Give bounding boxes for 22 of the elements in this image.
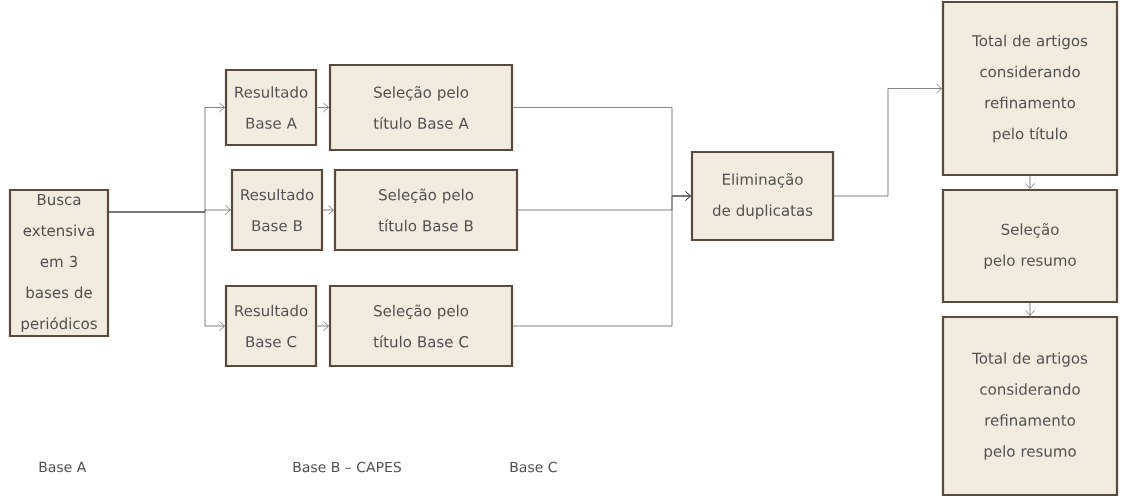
legend-text: Base A [39, 461, 87, 473]
arrow [1025, 302, 1035, 316]
legend-text: Base B – CAPES [293, 461, 401, 473]
arrow [1025, 175, 1035, 189]
process-box: Busca extensiva em 3 bases de periódicos [8, 188, 110, 338]
process-box: Eliminação de duplicatas [690, 150, 835, 242]
process-box: Seleção pelo resumo [941, 188, 1119, 304]
legend-text: Base C [510, 461, 557, 473]
process-box: Resultado Base A [224, 68, 318, 147]
process-box: Seleção pelo título Base A [328, 63, 514, 152]
process-box: Resultado Base C [224, 284, 318, 368]
arrow [108, 211, 225, 331]
arrow [322, 205, 334, 215]
arrow [316, 102, 329, 113]
process-box: Seleção pelo título Base C [328, 284, 514, 368]
process-box: Total de artigos considerando refinamento pelo título [941, 0, 1119, 177]
arrow [833, 83, 942, 197]
process-box: Resultado Base B [230, 168, 324, 252]
process-box: Total de artigos considerando refinamento pelo resumo [941, 315, 1119, 497]
process-box: Seleção pelo título Base B [333, 168, 519, 252]
arrow [316, 321, 329, 331]
arrow [512, 191, 691, 327]
